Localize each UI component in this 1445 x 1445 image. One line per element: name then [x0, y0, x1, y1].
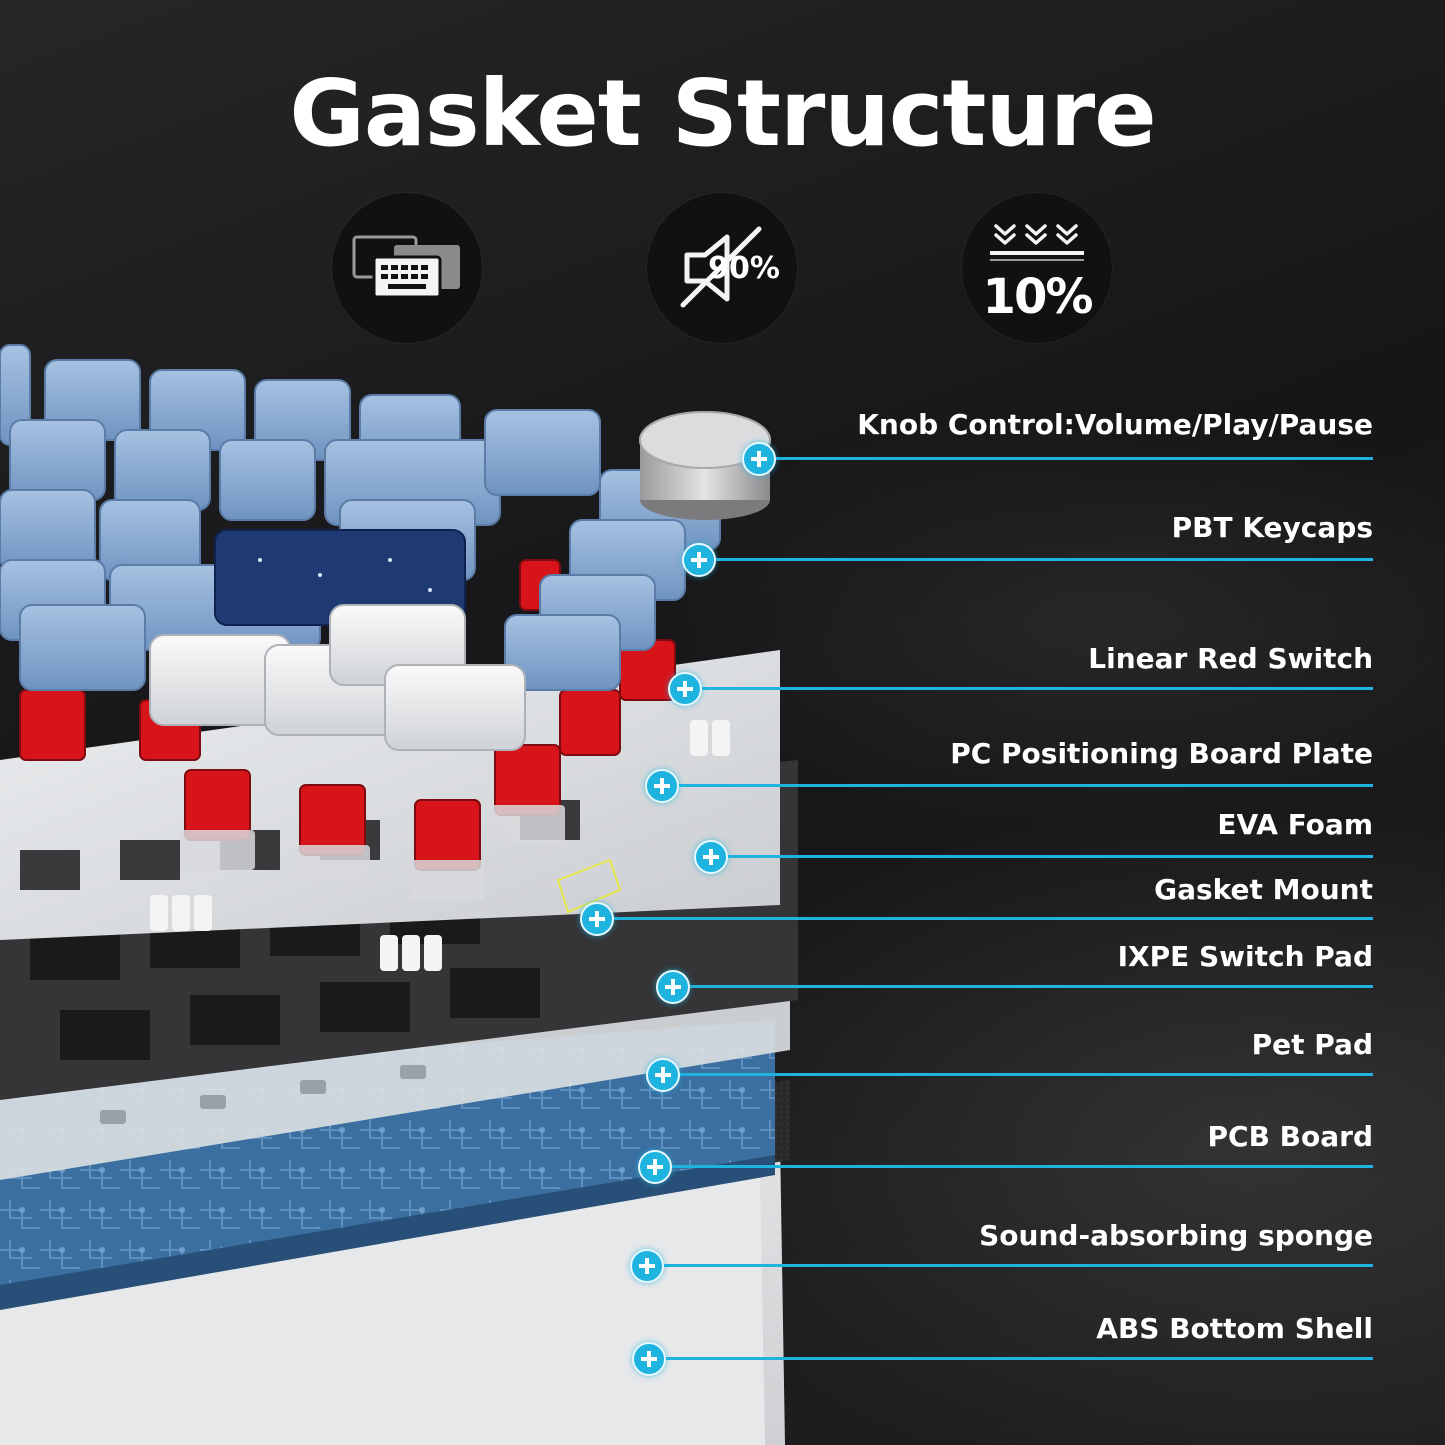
compression-badge: 10% — [962, 193, 1112, 343]
layer-label: ABS Bottom Shell — [1096, 1312, 1373, 1345]
leader-line — [603, 917, 1373, 920]
leader-line — [703, 558, 1373, 561]
plus-marker-icon[interactable] — [742, 442, 776, 476]
layer-label: Pet Pad — [1251, 1028, 1373, 1061]
plus-marker-icon[interactable] — [656, 970, 690, 1004]
leader-line — [663, 784, 1373, 787]
layer-label: PC Positioning Board Plate — [950, 737, 1373, 770]
layer-label: Knob Control:Volume/Play/Pause — [857, 408, 1373, 441]
layer-label: EVA Foam — [1217, 808, 1373, 841]
plus-marker-icon[interactable] — [580, 902, 614, 936]
compression-arrows-icon — [990, 224, 1084, 261]
plus-marker-icon[interactable] — [632, 1342, 666, 1376]
layer-label: Sound-absorbing sponge — [979, 1219, 1373, 1252]
plus-marker-icon[interactable] — [694, 840, 728, 874]
layer-label: PCB Board — [1207, 1120, 1373, 1153]
page-title: Gasket Structure — [289, 60, 1156, 167]
plus-marker-icon[interactable] — [638, 1150, 672, 1184]
volume-knob-art — [639, 411, 771, 520]
leader-line — [688, 687, 1373, 690]
plus-marker-icon[interactable] — [630, 1249, 664, 1283]
leader-line — [758, 457, 1373, 460]
noise-reduction-badge: 90% — [647, 193, 797, 343]
plus-marker-icon[interactable] — [682, 543, 716, 577]
leader-line — [651, 1357, 1373, 1360]
layered-keyboard-icon — [352, 235, 460, 299]
red-switches-art — [19, 559, 676, 900]
leader-line — [713, 855, 1373, 858]
muted-speaker-icon — [680, 226, 762, 308]
layer-label: IXPE Switch Pad — [1117, 940, 1373, 973]
layer-label: Gasket Mount — [1154, 873, 1373, 906]
compression-value: 10% — [982, 269, 1094, 325]
leader-line — [661, 1165, 1373, 1168]
plus-marker-icon[interactable] — [646, 1058, 680, 1092]
layer-label: Linear Red Switch — [1088, 642, 1373, 675]
keyboard-layers-badge — [332, 193, 482, 343]
pbt-keycaps-art — [0, 344, 721, 751]
leader-line — [673, 985, 1373, 988]
plus-marker-icon[interactable] — [668, 672, 702, 706]
noise-reduction-value: 90% — [708, 251, 780, 286]
leader-line — [673, 1073, 1373, 1076]
leader-line — [653, 1264, 1373, 1267]
abs-bottom-shell-art — [0, 1140, 785, 1445]
plus-marker-icon[interactable] — [645, 769, 679, 803]
layer-label: PBT Keycaps — [1171, 511, 1373, 544]
